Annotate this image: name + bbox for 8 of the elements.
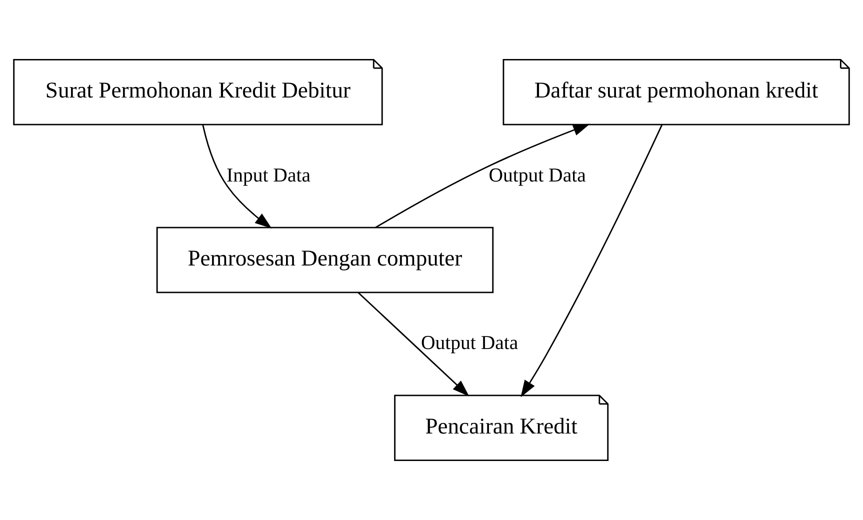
- arrow: [520, 124, 663, 398]
- edge-label: Output Data: [488, 164, 586, 186]
- edge-label: Output Data: [421, 332, 518, 354]
- arrow: [202, 124, 272, 228]
- arrow: [358, 292, 470, 396]
- node-box: Pemrosesan Dengan computer: [156, 226, 494, 294]
- arrow: [375, 124, 590, 228]
- edge-label: Input Data: [226, 164, 310, 186]
